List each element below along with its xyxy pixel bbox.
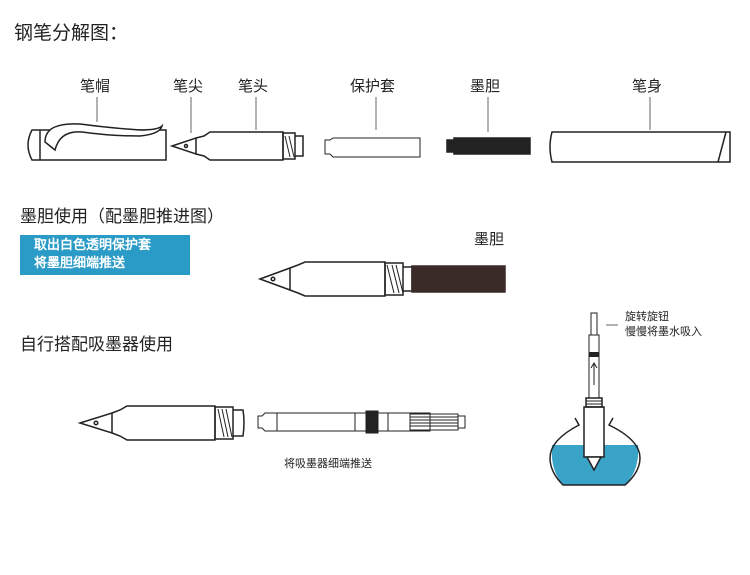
converter-section-title: 自行搭配吸墨器使用 [20,335,173,355]
pen-with-cartridge-drawing [257,261,506,297]
label-cartridge-inserted: 墨胆 [474,230,505,248]
sleeve-drawing [324,137,421,158]
label-cap: 笔帽 [80,77,111,95]
label-sleeve: 保护套 [350,77,396,95]
ink-bottle-drawing [549,312,641,486]
instruction-line-1: 取出白色透明保护套 [34,238,152,253]
label-nib: 笔尖 [173,77,204,95]
cartridge-section-title: 墨胆使用（配墨胆推进图） [20,207,224,227]
barrel-drawing [549,131,731,163]
leader-lines [96,97,651,326]
label-head: 笔头 [238,77,269,95]
converter-drawing [257,410,466,434]
instruction-line-2: 将墨胆细端推送 [34,256,126,271]
label-cartridge: 墨胆 [470,77,501,95]
fill-instruction-line-2: 慢慢将墨水吸入 [625,325,702,338]
label-barrel: 笔身 [632,77,663,95]
nib-head-drawing [169,131,304,161]
pen-drawing [77,405,245,441]
fill-instruction-line-1: 旋转旋钮 [625,310,669,323]
converter-caption: 将吸墨器细端推送 [284,457,372,470]
cartridge-drawing [446,137,531,155]
cap-drawing [27,123,167,161]
instruction-box: 取出白色透明保护套 将墨胆细端推送 [20,235,190,275]
page-title: 钢笔分解图： [14,22,129,44]
